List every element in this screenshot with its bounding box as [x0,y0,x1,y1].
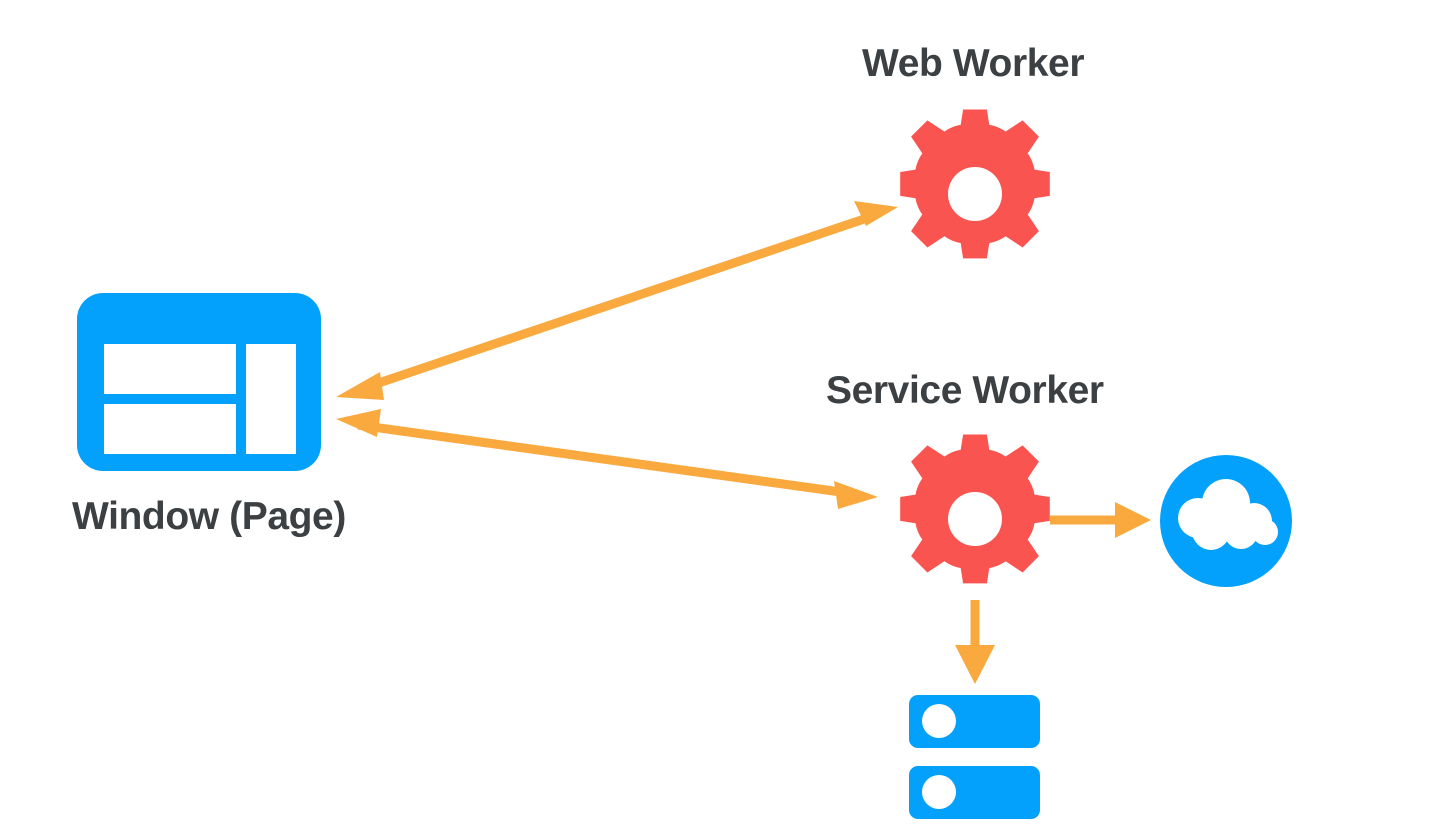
gear-icon-web-worker [900,109,1050,259]
database-indicator-top [922,704,956,738]
connector-service-worker-to-cloud [1050,502,1151,538]
connector-line [357,420,856,499]
arrowhead-to-service-worker [834,481,878,509]
browser-window-icon [77,293,321,471]
connector-window-to-web-worker [336,201,898,400]
cloud-icon [1160,455,1292,587]
gear-hole [948,492,1002,546]
node-label-web-worker: Web Worker [862,42,1085,85]
gear-icon-service-worker [900,434,1050,584]
connector-service-worker-to-cache [955,600,995,684]
arrowhead-to-web-worker [854,201,898,226]
connector-window-to-service-worker [336,409,878,509]
connector-line [356,210,878,395]
database-icon [909,695,1040,819]
node-label-window-page: Window (Page) [72,495,346,538]
database-indicator-bottom [922,775,956,809]
arrowhead-to-window-lower [336,409,381,437]
arrowhead-to-cache [955,645,995,684]
arrowhead-to-window-upper [336,372,384,400]
window-pane-right [246,344,296,454]
window-pane-top-left [104,344,236,394]
window-pane-bottom-left [104,404,236,454]
arrowhead-to-cloud [1115,502,1151,538]
cloud-shape [1178,479,1278,550]
gear-hole [948,167,1002,221]
node-label-service-worker: Service Worker [826,369,1104,412]
